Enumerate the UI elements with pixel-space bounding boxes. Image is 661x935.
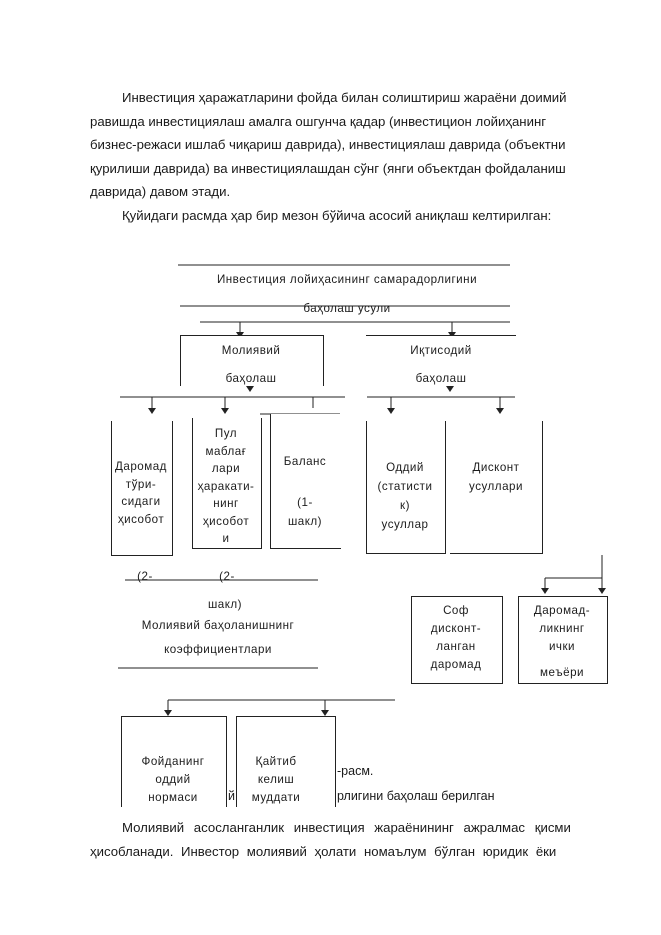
financial-valuation-label-2: баҳолаш: [225, 372, 277, 385]
valuation-method-title: Инвестиция лойиҳасининг самарадорлигини: [216, 273, 478, 286]
balance-sheet-label: Баланс (1-шакл): [283, 455, 327, 528]
text-line: ҳисобланади. Инвестор молиявий ҳолати но…: [90, 843, 557, 859]
figure-caption-letter: й: [228, 789, 235, 803]
text-line: равишда инвестициялаш амалга ошгунча қад…: [90, 113, 547, 129]
outro-paragraph: Молиявий асосланганлик инвестиция жараён…: [90, 816, 614, 863]
economic-valuation-label-2: баҳолаш: [415, 372, 467, 385]
income-statement-box: [111, 421, 173, 556]
lead-line: Қуйидаги расмда ҳар бир мезон бўйича асо…: [122, 207, 552, 223]
valuation-method-subtitle: баҳолаш усули: [303, 302, 391, 315]
figure-number: -расм.: [337, 764, 374, 778]
text-line: бизнес-режаси ишлаб чиқариш даврида), ин…: [90, 137, 566, 152]
profit-norm-box: [121, 716, 227, 807]
net-discounted-income-box: [411, 596, 503, 684]
cashflow-statement-box: [192, 418, 262, 549]
text-line: қурилиши даврида) ва инвестициялашдан сў…: [90, 160, 566, 176]
intro-paragraph: Инвестиция ҳаражатларини фойда билан сол…: [90, 86, 614, 227]
text-line: Инвестиция ҳаражатларини фойда билан сол…: [122, 90, 567, 105]
financial-valuation-label: Молиявий: [221, 344, 281, 357]
economic-valuation-label: Иқтисодий: [410, 344, 472, 357]
financial-valuation-box: [180, 335, 324, 386]
discount-methods-box: [450, 421, 543, 554]
text-line: Молиявий асосланганлик инвестиция жараён…: [122, 820, 571, 835]
ordinary-methods-box: [366, 421, 446, 554]
income-form-note: (2-: [137, 570, 153, 583]
figure-caption: рлигини баҳолаш берилган: [337, 789, 495, 803]
text-line: даврида) давом этади.: [90, 184, 231, 199]
internal-rate-box: [518, 596, 608, 684]
internal-rate-label: Даромад-ликнинг ички меъёри: [533, 604, 591, 679]
cashflow-form-note: (2-: [219, 570, 235, 583]
balance-sheet-box: [270, 414, 341, 549]
ordinary-methods-label: Оддий(статисти к)усуллар: [377, 461, 433, 531]
payback-period-box: [236, 716, 336, 807]
form-note-shakl: шакл): [207, 598, 243, 611]
economic-valuation-box: [366, 335, 516, 386]
